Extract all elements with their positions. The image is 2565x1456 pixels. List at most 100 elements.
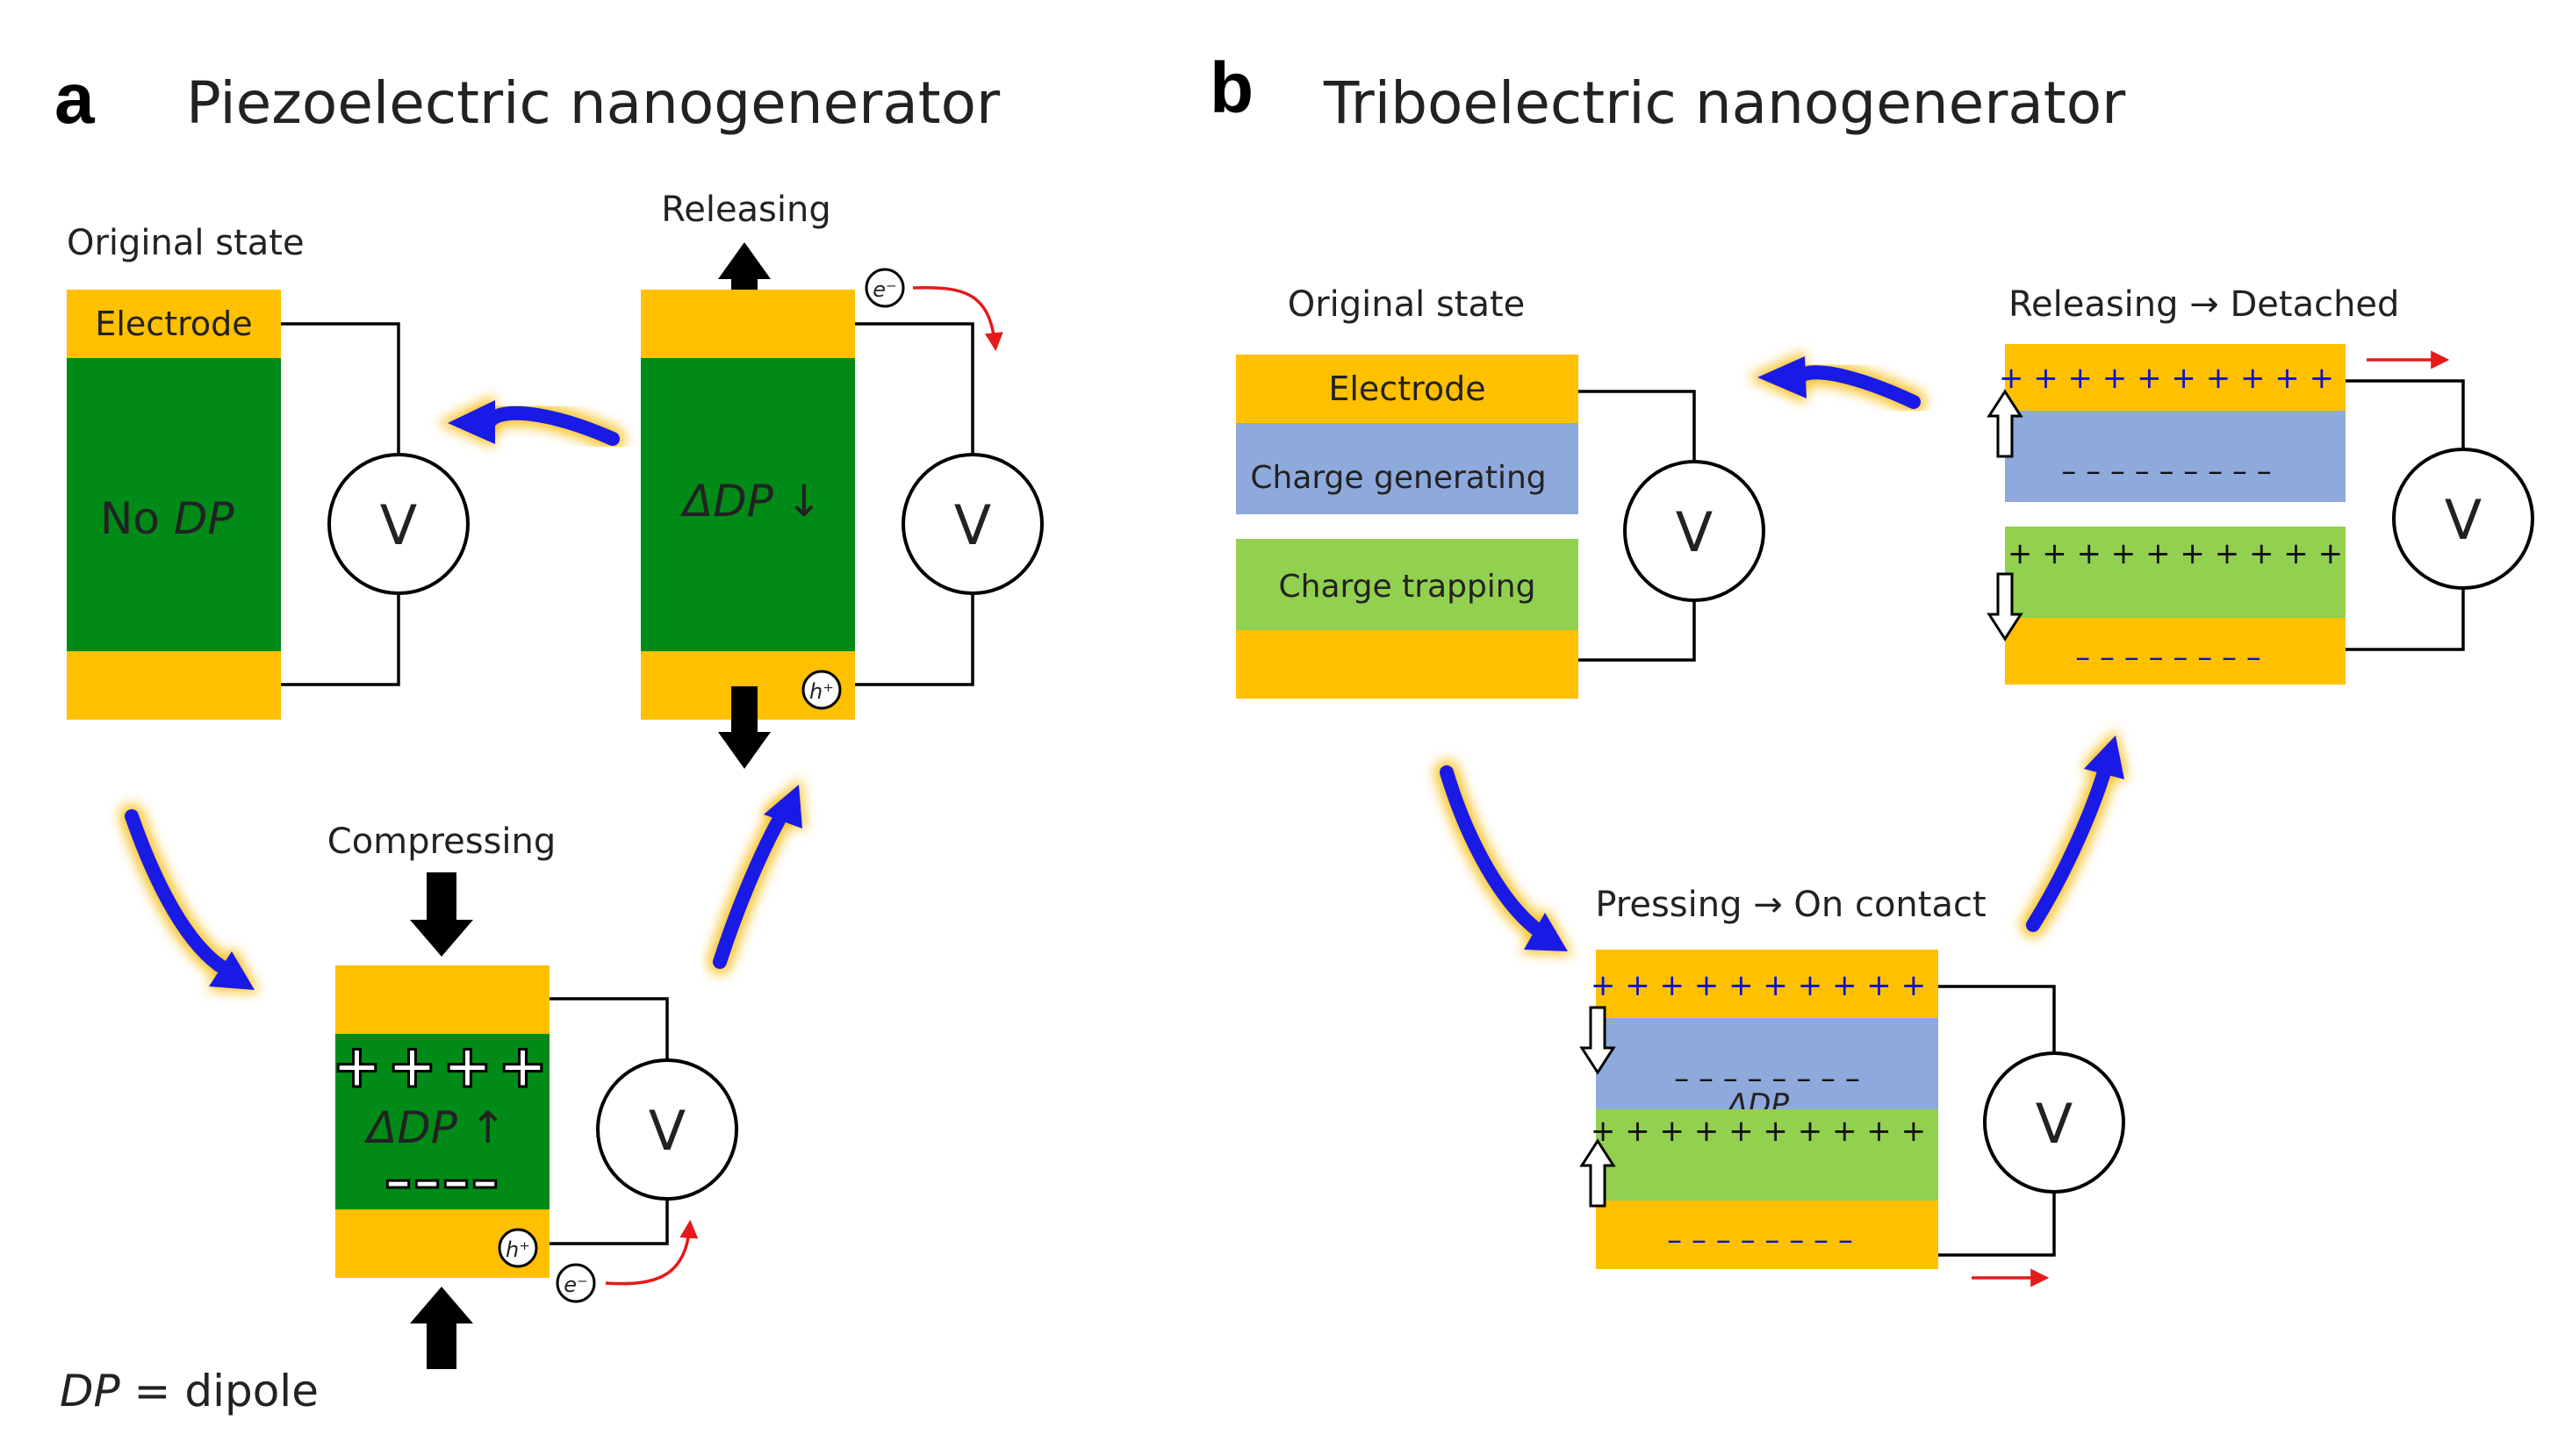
tribo-original-bottom-electrode xyxy=(1236,630,1578,699)
piezo-releasing-current-arrow xyxy=(912,285,1003,352)
piezo-cycle-arrow-to-releasing xyxy=(708,778,806,974)
tribo-releasing-trapping-layer xyxy=(2005,527,2346,618)
panel-a-title: Piezoelectric nanogenerator xyxy=(186,69,1001,137)
tribo-releasing-voltmeter-label: V xyxy=(2445,488,2482,552)
piezo-electrode-label: Electrode xyxy=(95,305,252,343)
piezo-original-label: Original state xyxy=(67,223,305,263)
tribo-original-label: Original state xyxy=(1288,284,1526,325)
tribo-original-electrode-label: Electrode xyxy=(1328,369,1485,408)
piezo-compressing-electron xyxy=(556,1263,596,1303)
piezo-compressing-top-electrode xyxy=(335,965,550,1034)
piezo-compressing-hole xyxy=(498,1228,538,1268)
tribo-pressing-state: Pressing → On contact + + + + + + + + + … xyxy=(1579,885,2125,1287)
piezo-compressing-electron-label: e⁻ xyxy=(564,1273,587,1297)
piezo-releasing-electron-label: e⁻ xyxy=(873,277,896,302)
tribo-releasing-wire-bottom xyxy=(2346,588,2465,651)
piezo-original-wire-bottom xyxy=(281,593,400,686)
piezo-compressing-hole-label: h⁺ xyxy=(506,1237,530,1262)
piezo-releasing-top-electrode xyxy=(641,290,855,358)
tribo-original-top-electrode xyxy=(1236,355,1578,423)
piezo-releasing-label: Releasing xyxy=(661,190,831,230)
tribo-original-wire-bottom xyxy=(1578,600,1696,662)
piezo-original-wire xyxy=(281,322,400,455)
tribo-pressing-down-hollow-arrow xyxy=(1579,1006,1616,1075)
tribo-pressing-generating-layer xyxy=(1596,1018,1938,1109)
piezo-compressing-voltmeter-label: V xyxy=(649,1099,686,1163)
piezo-compressing-minus-signs: –––– xyxy=(384,1148,500,1212)
piezo-releasing-electron xyxy=(865,268,905,308)
piezo-releasing-wire xyxy=(855,322,974,455)
tribo-pressing-mid-plus: + + + + + + + + + + xyxy=(1591,1114,1926,1149)
tribo-cycle-arrow-to-pressing xyxy=(1434,760,1573,955)
piezo-compressing-body xyxy=(335,1034,550,1209)
tribo-cycle-arrow-to-original xyxy=(1747,351,1926,414)
tribo-pressing-mid-minus: – – – – – – – – xyxy=(1674,1061,1860,1096)
tribo-pressing-bottom-electrode xyxy=(1596,1201,1938,1269)
piezo-compressing-state: Compressing ++++ ΔDP↑ –––– V h⁺ e⁻ xyxy=(327,821,738,1369)
piezo-cycle-arrows xyxy=(119,395,806,993)
piezo-compressing-body-text: ΔDP↑ xyxy=(363,1102,507,1153)
tribo-releasing-top-plus: + + + + + + + + + + xyxy=(1999,361,2334,396)
tribo-original-state: Original state Electrode Charge generati… xyxy=(1236,284,1765,699)
piezo-original-body xyxy=(67,358,281,651)
tribo-original-voltmeter-label: V xyxy=(1676,500,1713,564)
panel-a: a Piezoelectric nanogenerator Original s… xyxy=(54,59,1044,1417)
tribo-releasing-voltmeter xyxy=(2392,448,2534,590)
tribo-cycle-arrows xyxy=(1434,351,2128,955)
tribo-releasing-generating-layer xyxy=(2005,411,2346,502)
piezo-releasing-hole xyxy=(801,670,842,710)
panel-b-title: Triboelectric nanogenerator xyxy=(1323,69,2126,137)
tribo-pressing-voltmeter-label: V xyxy=(2036,1092,2073,1156)
piezo-releasing-body xyxy=(641,358,855,651)
tribo-pressing-top-plus: + + + + + + + + + + xyxy=(1591,968,1926,1003)
tribo-cycle-arrow-to-releasing xyxy=(2021,728,2128,937)
piezo-original-body-text: No DP xyxy=(100,493,234,544)
tribo-original-wire xyxy=(1578,390,1696,462)
piezo-releasing-voltmeter xyxy=(902,453,1044,595)
tribo-pressing-top-electrode xyxy=(1596,950,1938,1018)
piezo-compress-down-arrow xyxy=(410,872,473,957)
tribo-releasing-bottom-electrode xyxy=(2005,618,2346,685)
piezo-compress-up-arrow xyxy=(410,1287,473,1369)
piezo-compressing-voltmeter xyxy=(596,1058,738,1201)
panel-b-letter: b xyxy=(1210,48,1254,128)
tribo-original-trapping-label: Charge trapping xyxy=(1279,569,1536,605)
panel-b: b Triboelectric nanogenerator Original s… xyxy=(1210,48,2534,1287)
panel-a-letter: a xyxy=(54,59,96,139)
tribo-pressing-up-hollow-arrow xyxy=(1579,1138,1616,1208)
tribo-pressing-voltmeter xyxy=(1983,1051,2125,1194)
tribo-releasing-top-electrode xyxy=(2005,344,2346,411)
tribo-releasing-bottom-plus: + + + + + + + + + + xyxy=(2008,536,2343,571)
piezo-original-bottom-electrode xyxy=(67,651,281,720)
piezo-releasing-hole-label: h⁺ xyxy=(809,679,834,704)
tribo-releasing-top-minus: – – – – – – – – – xyxy=(2061,454,2271,489)
tribo-releasing-label: Releasing → Detached xyxy=(2008,284,2399,325)
piezo-original-voltmeter xyxy=(327,453,470,595)
tribo-pressing-wire xyxy=(1938,985,2056,1053)
tribo-pressing-bottom-minus: – – – – – – – – xyxy=(1667,1223,1853,1258)
piezo-compressing-wire xyxy=(550,997,669,1060)
piezo-releasing-wire-bottom xyxy=(855,593,974,686)
piezo-releasing-voltmeter-label: V xyxy=(954,493,991,557)
tribo-original-voltmeter xyxy=(1623,460,1765,602)
tribo-original-trapping-layer xyxy=(1236,539,1578,630)
tribo-releasing-state: Releasing → Detached + + + + + + + + + +… xyxy=(1987,284,2534,685)
piezo-release-down-arrow xyxy=(718,686,771,769)
piezo-compressing-current-arrow xyxy=(605,1219,699,1286)
piezo-compressing-label: Compressing xyxy=(327,821,556,862)
tribo-pressing-label: Pressing → On contact xyxy=(1595,885,1986,925)
tribo-releasing-bottom-minus: – – – – – – – – xyxy=(2075,640,2261,675)
piezo-original-state: Original state Electrode No DP V xyxy=(67,223,470,720)
tribo-releasing-wire xyxy=(2346,379,2465,449)
piezo-compressing-plus-signs: ++++ xyxy=(332,1032,553,1101)
tribo-pressing-trapping-layer xyxy=(1596,1109,1938,1201)
tribo-original-generating-layer xyxy=(1236,423,1578,514)
tribo-pressing-wire-bottom xyxy=(1938,1192,2056,1257)
tribo-releasing-down-hollow-arrow xyxy=(1987,572,2023,642)
piezo-cycle-arrow-to-compressing xyxy=(119,804,260,993)
dipole-legend: DP = dipole xyxy=(60,1366,319,1417)
piezo-original-top-electrode xyxy=(67,290,281,358)
tribo-releasing-up-hollow-arrow xyxy=(1987,389,2023,458)
piezo-releasing-body-text: ΔDP↓ xyxy=(679,476,823,527)
